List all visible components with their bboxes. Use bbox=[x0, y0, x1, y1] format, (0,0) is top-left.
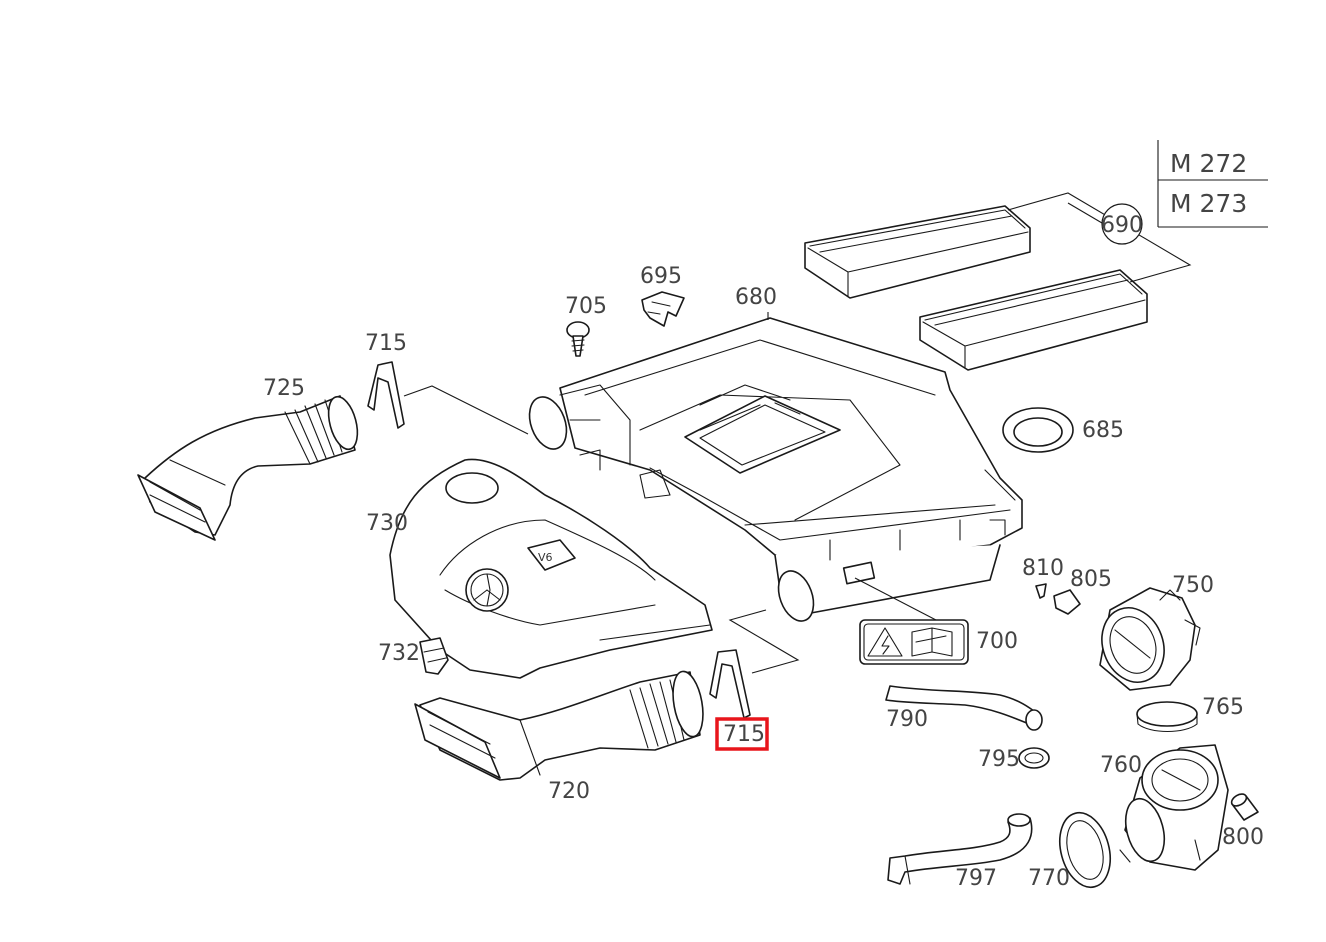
highlight-box-715 bbox=[715, 717, 769, 751]
label-715-lower[interactable]: 715 bbox=[723, 722, 765, 747]
label-732: 732 bbox=[378, 641, 420, 666]
cover-clip[interactable] bbox=[419, 637, 449, 675]
v6-emblem bbox=[527, 539, 576, 571]
label-700: 700 bbox=[976, 629, 1018, 654]
air-hose[interactable] bbox=[887, 813, 1033, 885]
warning-label[interactable] bbox=[859, 619, 969, 665]
sensor-pin[interactable] bbox=[1035, 583, 1047, 599]
label-725: 725 bbox=[263, 376, 305, 401]
air-filter-element-upper[interactable] bbox=[804, 205, 1031, 299]
intake-duct-lower[interactable] bbox=[414, 669, 708, 781]
seal-715-lower[interactable] bbox=[709, 649, 751, 719]
label-705: 705 bbox=[565, 294, 607, 319]
label-720: 720 bbox=[548, 779, 590, 804]
seal-715-upper[interactable] bbox=[367, 361, 405, 429]
housing-screw[interactable] bbox=[566, 321, 590, 357]
label-810: 810 bbox=[1022, 556, 1064, 581]
hose-clamp[interactable] bbox=[1018, 747, 1050, 769]
air-filter-housing[interactable] bbox=[523, 317, 1023, 626]
engine-cover[interactable]: V6 bbox=[389, 458, 713, 679]
mercedes-star-icon bbox=[465, 568, 509, 612]
label-805: 805 bbox=[1070, 567, 1112, 592]
sensor-insert[interactable] bbox=[1053, 589, 1081, 615]
label-715-upper: 715 bbox=[365, 331, 407, 356]
intake-duct-upper[interactable] bbox=[137, 394, 363, 541]
air-mass-sensor[interactable] bbox=[1092, 587, 1201, 691]
throttle-housing[interactable] bbox=[1119, 744, 1229, 871]
engine-model-table: M 272 M 273 bbox=[1157, 140, 1268, 228]
label-685: 685 bbox=[1082, 418, 1124, 443]
intake-gasket[interactable] bbox=[1052, 807, 1118, 893]
seal-ring[interactable] bbox=[1002, 407, 1074, 453]
label-790: 790 bbox=[886, 707, 928, 732]
label-695: 695 bbox=[640, 264, 682, 289]
label-765: 765 bbox=[1202, 695, 1244, 720]
pipe-stub[interactable] bbox=[1230, 792, 1259, 821]
label-797: 797 bbox=[955, 866, 997, 891]
label-750: 750 bbox=[1172, 573, 1214, 598]
air-filter-element-lower[interactable] bbox=[919, 269, 1148, 371]
retaining-clip[interactable] bbox=[641, 291, 685, 327]
label-795: 795 bbox=[978, 747, 1020, 772]
electrical-warning-icon bbox=[867, 627, 903, 657]
sealing-ring[interactable] bbox=[1136, 701, 1198, 732]
label-800: 800 bbox=[1222, 825, 1264, 850]
callout-690[interactable]: 690 bbox=[1101, 203, 1143, 245]
breather-hose[interactable] bbox=[885, 685, 1043, 731]
label-770: 770 bbox=[1028, 866, 1070, 891]
label-730: 730 bbox=[366, 511, 408, 536]
engine-model-m273: M 273 bbox=[1170, 189, 1247, 218]
svg-text:V6: V6 bbox=[538, 551, 553, 564]
filter-leader-lines bbox=[1007, 192, 1192, 283]
label-680: 680 bbox=[735, 285, 777, 310]
service-manual-icon bbox=[911, 627, 953, 657]
label-760: 760 bbox=[1100, 753, 1142, 778]
engine-model-m272: M 272 bbox=[1170, 149, 1247, 178]
label-690: 690 bbox=[1101, 213, 1143, 238]
